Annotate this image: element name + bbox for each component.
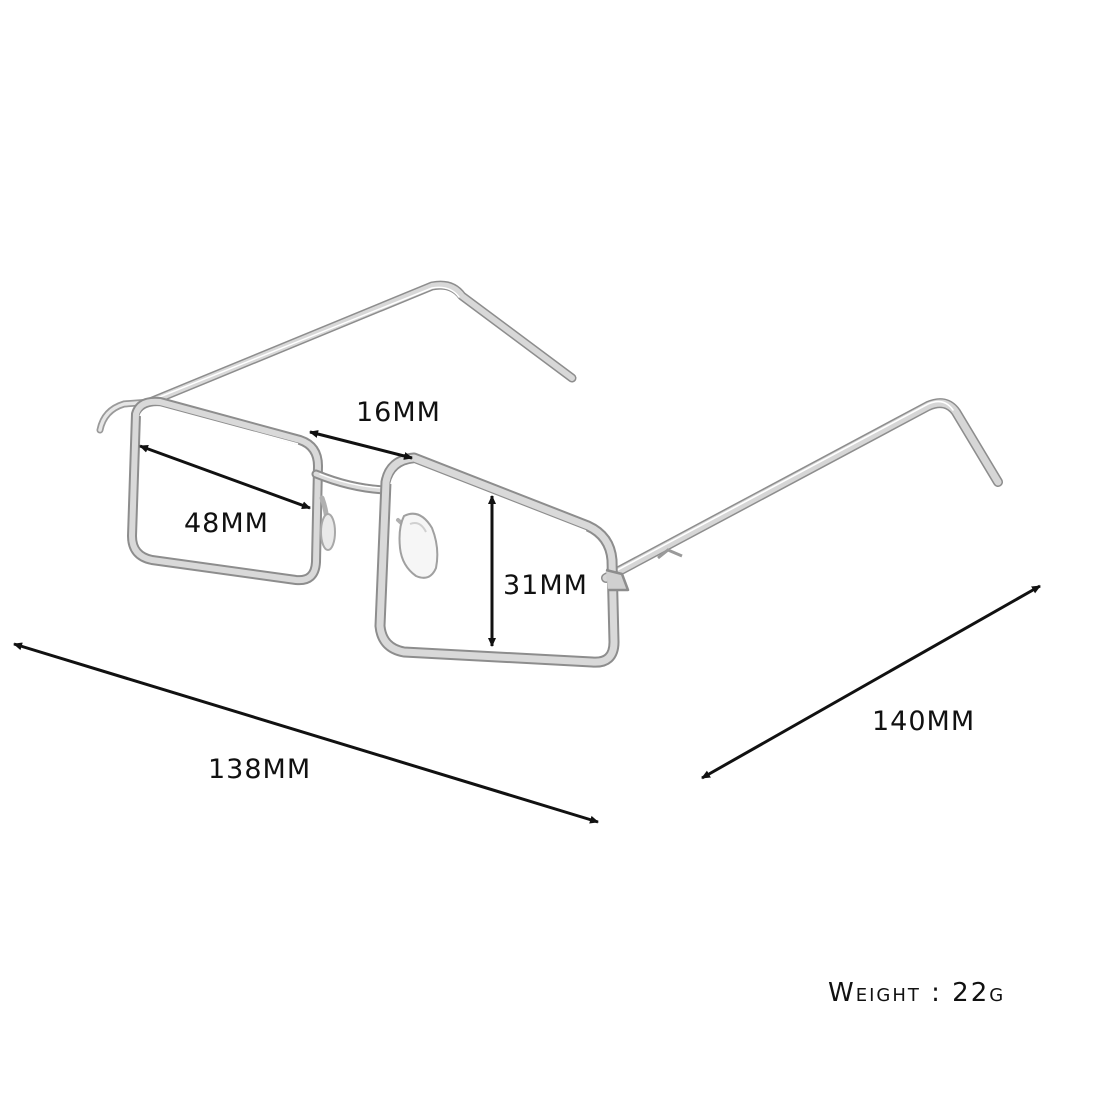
left-hinge xyxy=(96,398,154,434)
left-lens-rim xyxy=(127,396,323,586)
lens-height-label: 31MM xyxy=(503,570,588,601)
temple-length-label: 140MM xyxy=(872,706,976,737)
bridge-width-arrow xyxy=(309,430,413,460)
temple-length-arrow xyxy=(701,584,1041,780)
far-temple-arm xyxy=(145,280,577,407)
right-nose-pad xyxy=(396,512,439,579)
lens-width-label: 48MM xyxy=(184,508,269,539)
frame-width-arrow xyxy=(13,642,599,824)
right-hinge xyxy=(605,568,630,592)
dimension-arrows xyxy=(13,430,1041,824)
lens-width-arrow xyxy=(139,444,311,510)
frame-width-label: 138MM xyxy=(208,754,312,785)
bridge xyxy=(311,469,389,495)
left-nose-pad xyxy=(319,495,336,551)
weight-label: Weight : 22g xyxy=(828,978,1006,1008)
bridge-width-label: 16MM xyxy=(356,397,441,428)
near-temple-arm xyxy=(601,398,1003,583)
